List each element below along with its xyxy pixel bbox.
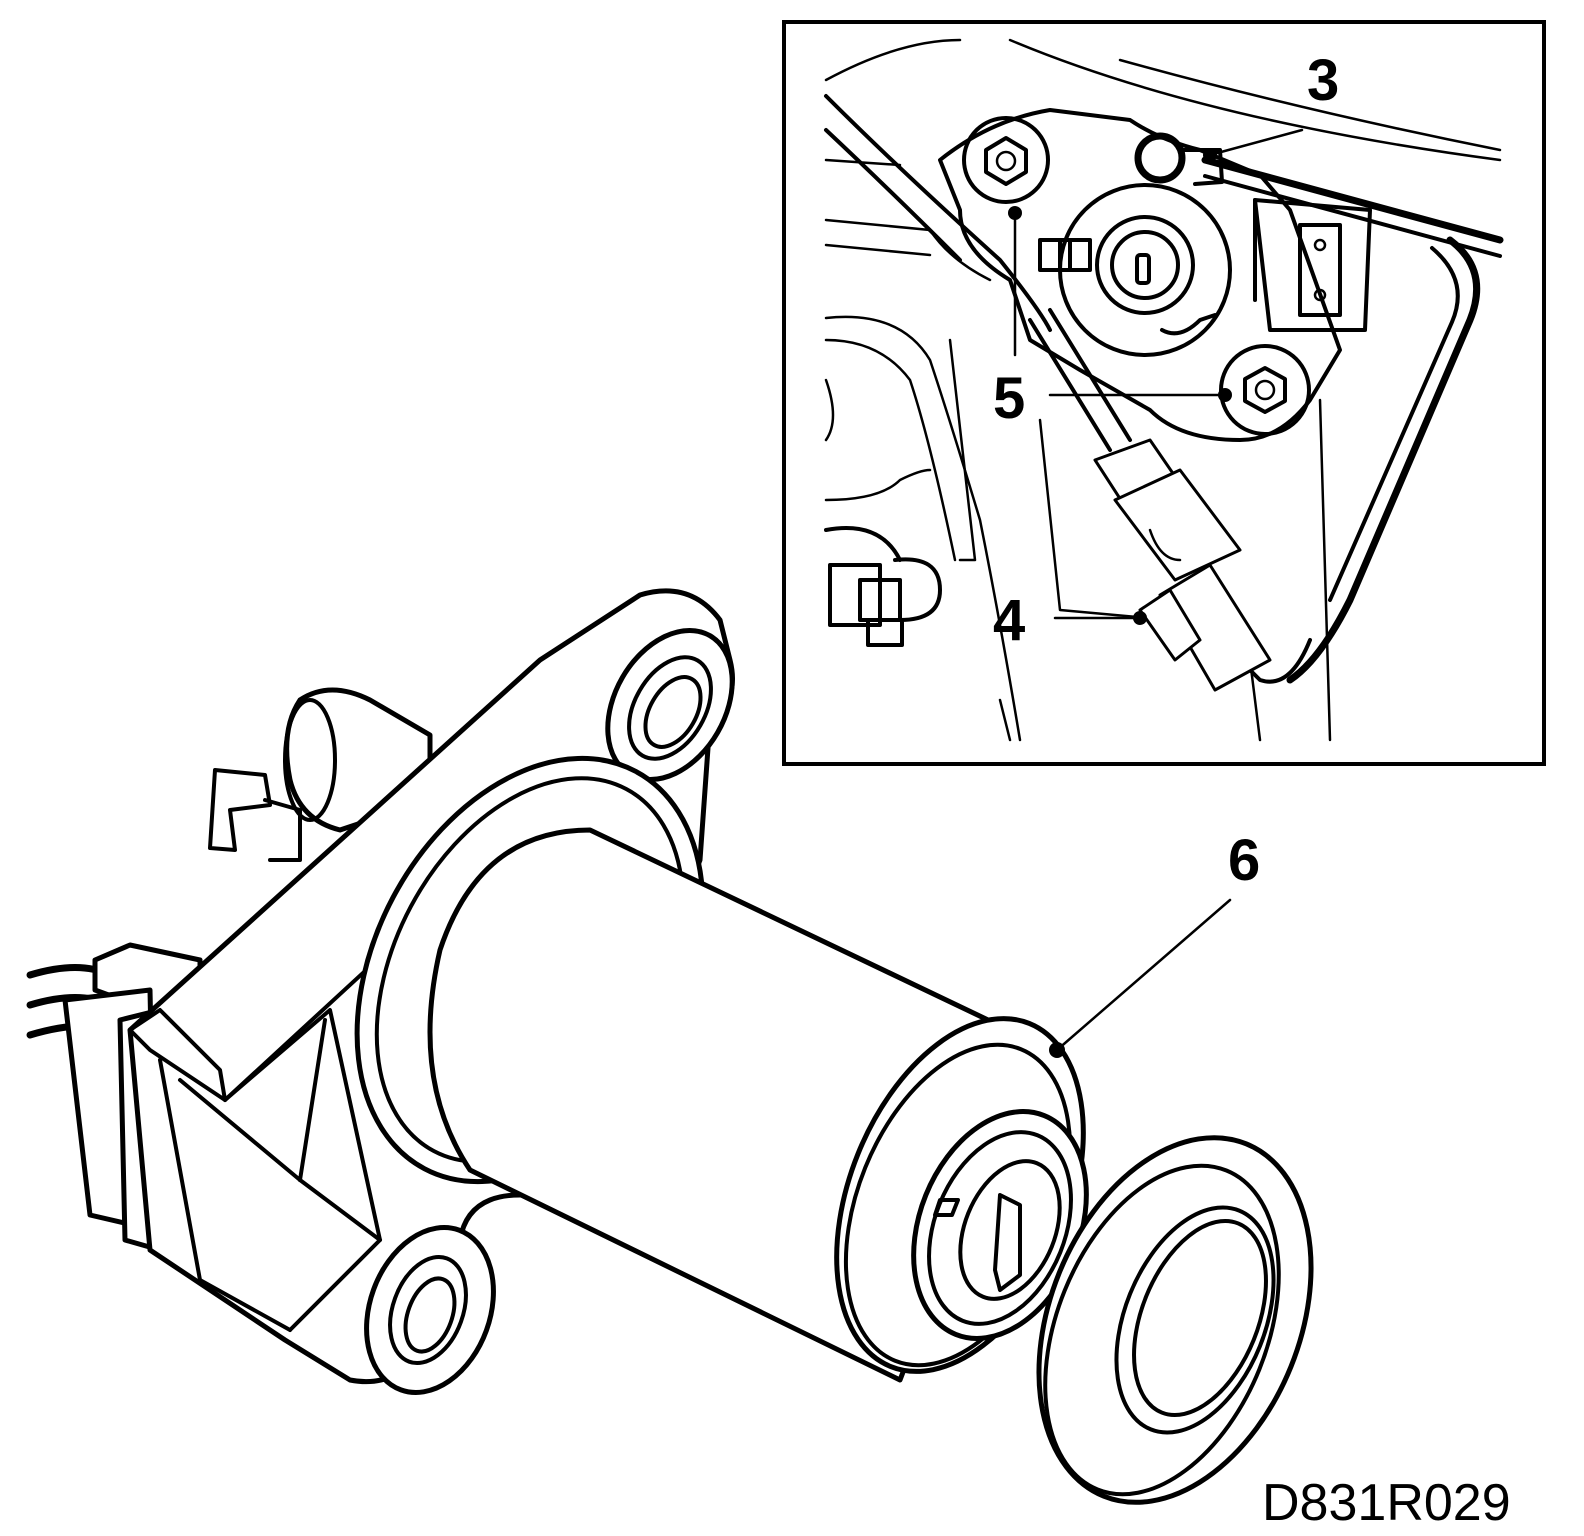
callout-4: 4 xyxy=(993,588,1025,653)
leader-6-dot xyxy=(1049,1042,1065,1058)
inset-left-connector xyxy=(824,526,942,647)
inset-cable-3 xyxy=(1201,156,1504,684)
seal-ring xyxy=(1036,1135,1314,1505)
actuator-motor-assembly: 6 xyxy=(26,588,1314,1505)
inset-sensor-connector xyxy=(1253,198,1372,332)
inset-body-panel xyxy=(824,38,1502,742)
callout-5: 5 xyxy=(993,366,1025,431)
inset-detail-view: 3 5 4 xyxy=(782,20,1546,766)
motor-body xyxy=(427,827,1089,1383)
callout-3: 3 xyxy=(1307,48,1339,113)
leader-6 xyxy=(1055,898,1232,1052)
inset-leaders xyxy=(1008,128,1304,625)
callout-6: 6 xyxy=(1228,828,1260,893)
inset-plug-4 xyxy=(1028,308,1272,692)
figure-code: D831R029 xyxy=(1262,1474,1511,1532)
